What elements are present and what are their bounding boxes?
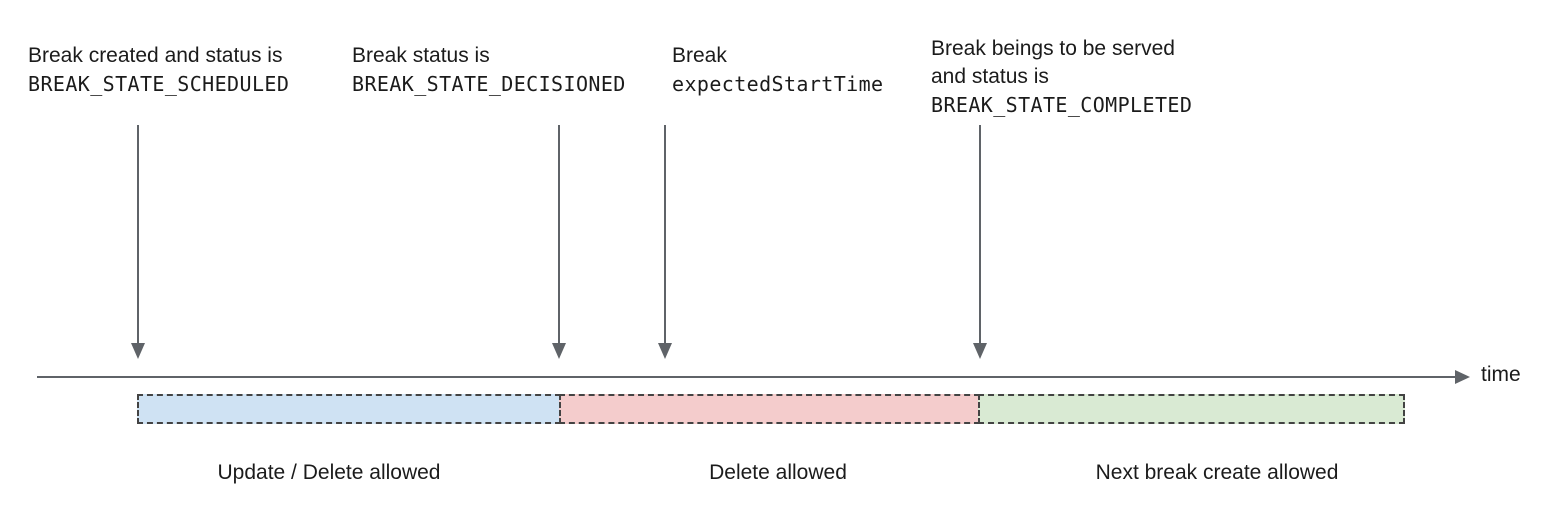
- annotation-break-scheduled-text: Break created and status is: [28, 44, 283, 67]
- segment-label-next-break: Next break create allowed: [1095, 461, 1339, 484]
- annotation-break-decisioned-code: BREAK_STATE_DECISIONED: [352, 72, 626, 96]
- arrow-line: [137, 125, 139, 344]
- segment-label-update-delete: Update / Delete allowed: [217, 461, 441, 484]
- arrow-down-icon: [131, 343, 145, 359]
- arrow-line: [558, 125, 560, 344]
- annotation-expected-start-time-text: Break: [672, 44, 727, 67]
- timeline-arrowhead-icon: [1455, 370, 1470, 384]
- annotation-break-completed: Break beings to be served and status is …: [931, 35, 1192, 119]
- annotation-break-completed-text-2: and status is: [931, 65, 1049, 88]
- arrow-down-icon: [973, 343, 987, 359]
- segment-delete-allowed: [559, 394, 980, 424]
- annotation-expected-start-time: Break expectedStartTime: [672, 42, 884, 98]
- time-axis-label: time: [1481, 363, 1521, 386]
- arrow-down-icon: [658, 343, 672, 359]
- arrow-down-icon: [552, 343, 566, 359]
- segment-next-break-create-allowed: [978, 394, 1405, 424]
- segment-update-delete-allowed: [137, 394, 561, 424]
- annotation-break-completed-text-1: Break beings to be served: [931, 37, 1175, 60]
- annotation-expected-start-time-code: expectedStartTime: [672, 72, 884, 96]
- annotation-break-scheduled-code: BREAK_STATE_SCHEDULED: [28, 72, 290, 96]
- annotation-break-completed-code: BREAK_STATE_COMPLETED: [931, 93, 1193, 117]
- annotation-break-scheduled: Break created and status is BREAK_STATE_…: [28, 42, 289, 98]
- annotation-break-decisioned: Break status is BREAK_STATE_DECISIONED: [352, 42, 626, 98]
- segment-label-delete: Delete allowed: [709, 461, 847, 484]
- timeline-axis: [37, 376, 1456, 378]
- arrow-line: [979, 125, 981, 344]
- arrow-line: [664, 125, 666, 344]
- annotation-break-decisioned-text: Break status is: [352, 44, 490, 67]
